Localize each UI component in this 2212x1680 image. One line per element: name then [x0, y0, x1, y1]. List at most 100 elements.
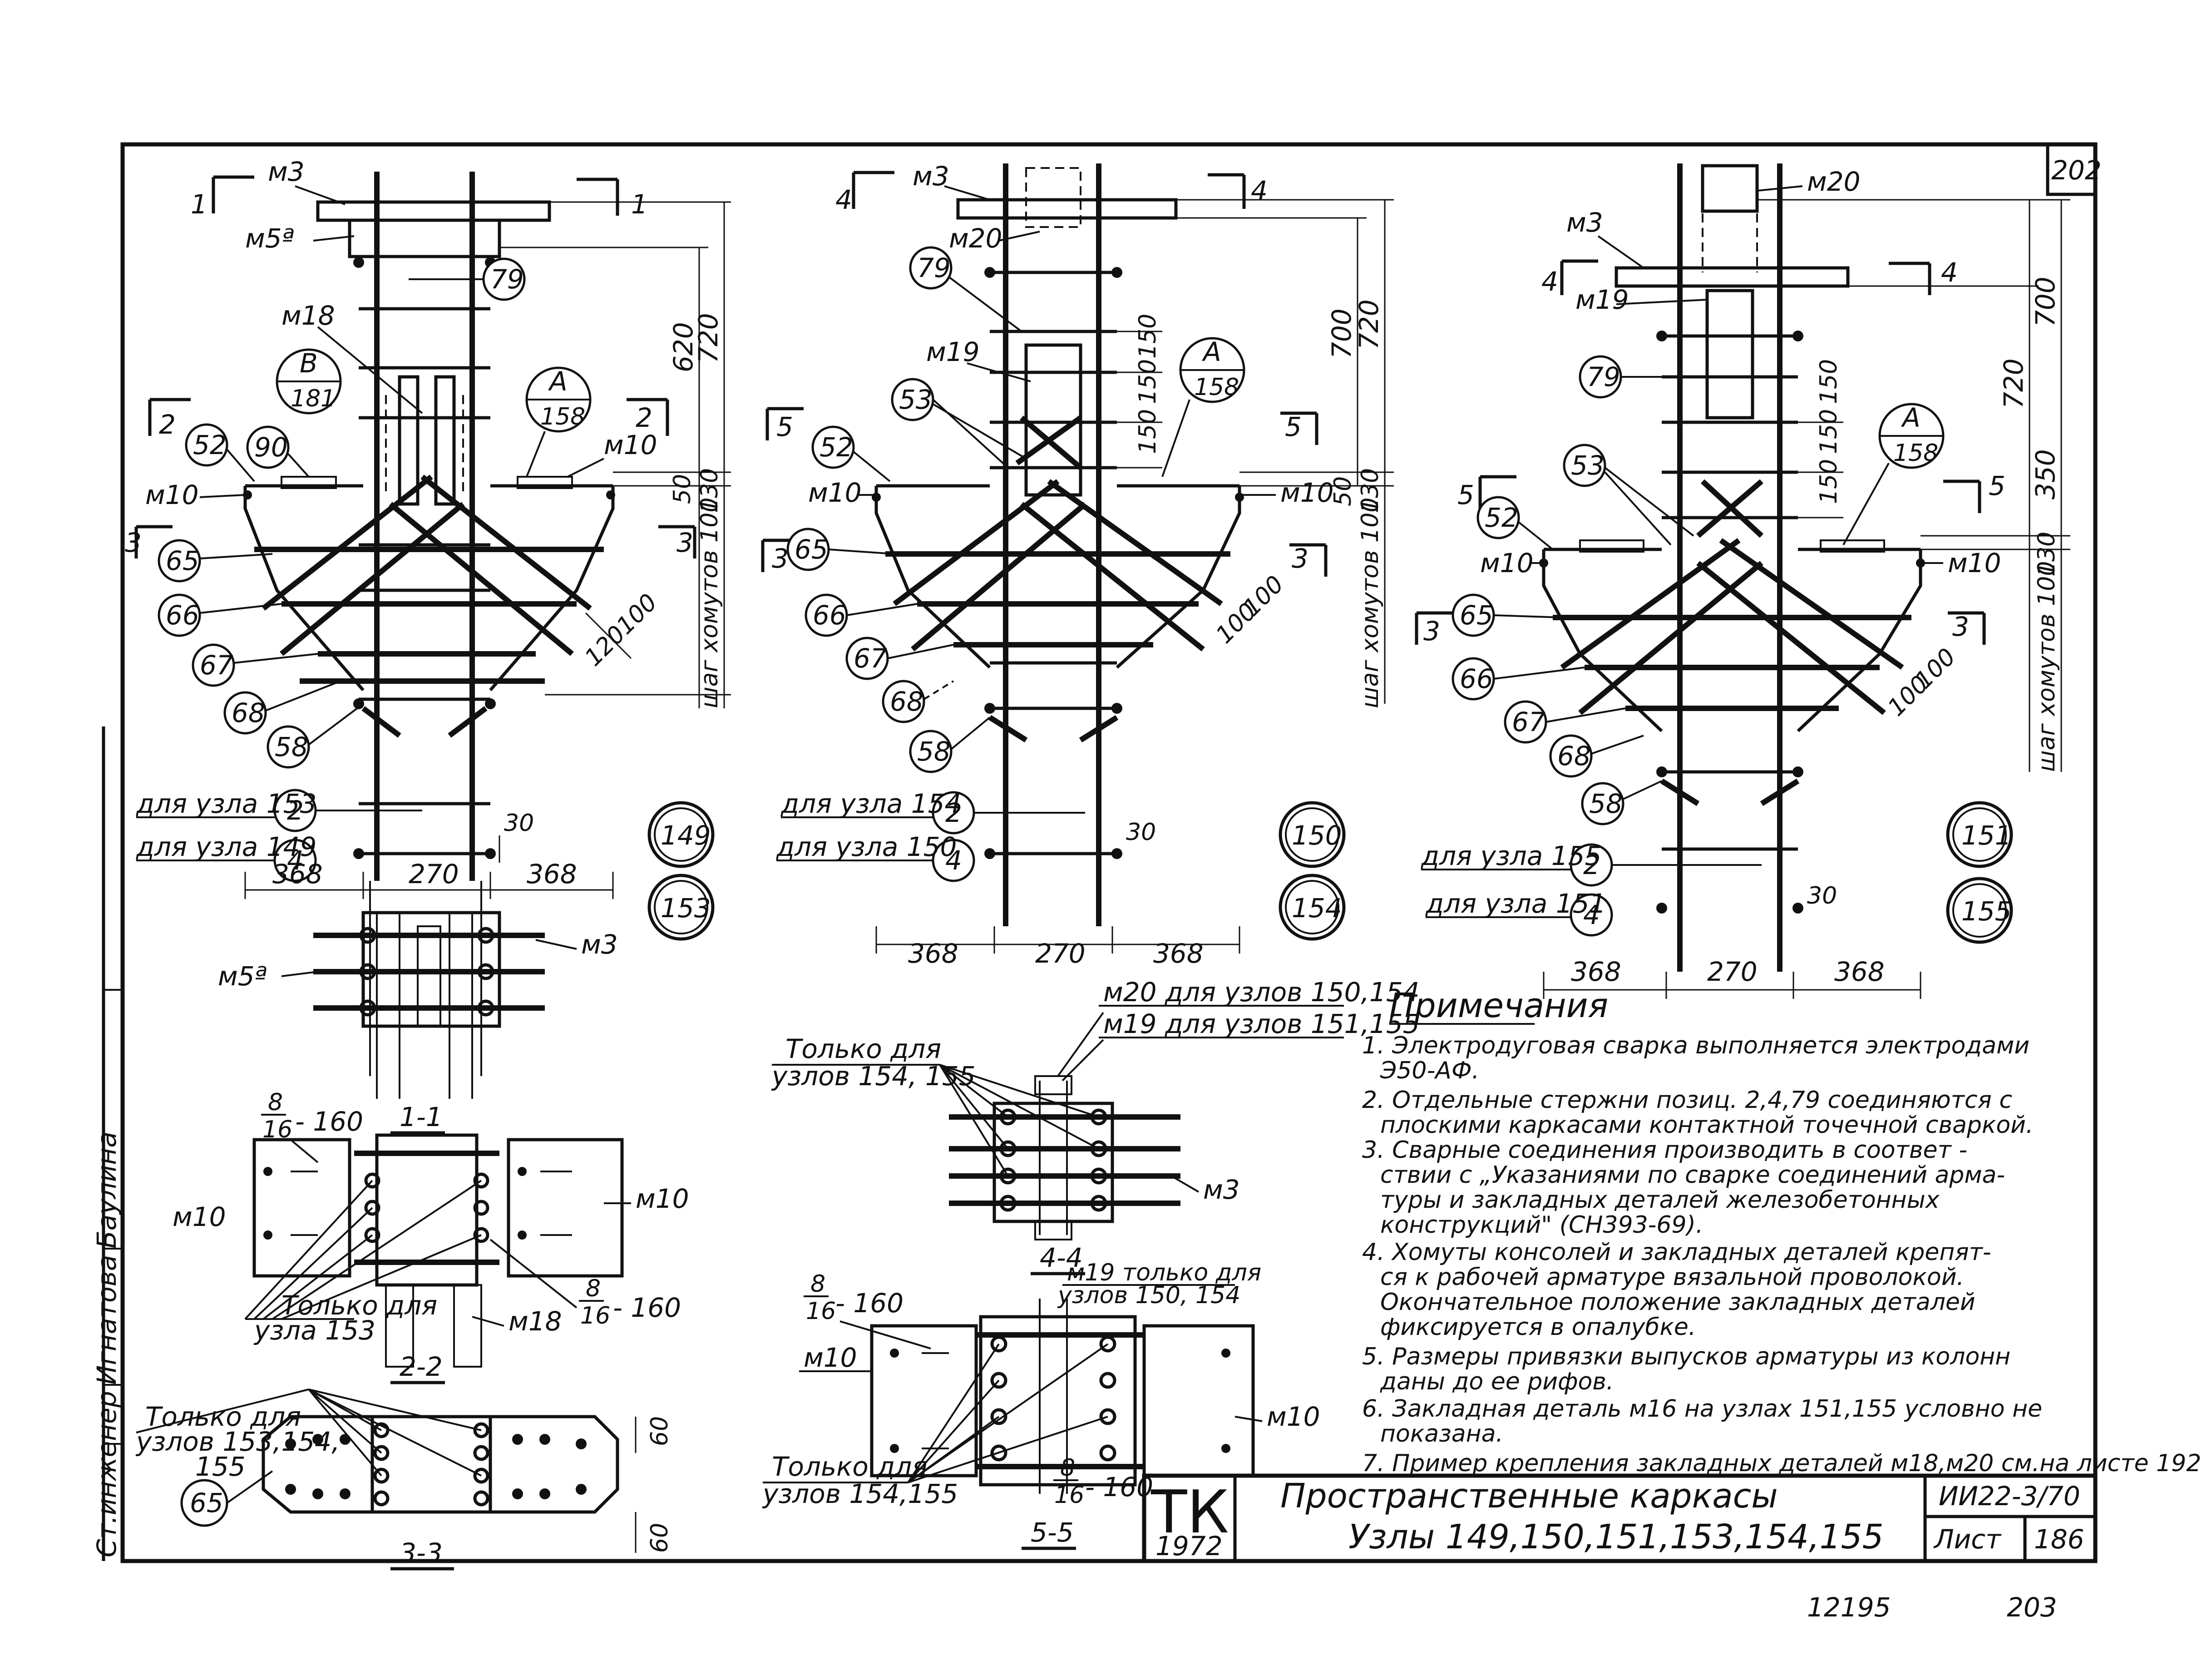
- drawing-title-2: Узлы 149,150,151,153,154,155: [1348, 1517, 1884, 1556]
- drawing-circle: [477, 927, 494, 944]
- node-circles: 149 153 150 154 151 155: [647, 801, 2013, 944]
- drawing-label: 2-2: [400, 1351, 443, 1382]
- drawing-stroke: [1170, 1175, 1200, 1193]
- drawing-stroke: [1493, 667, 1585, 680]
- drawing-circle: [1946, 877, 2013, 944]
- drawing-stroke: [226, 1470, 273, 1504]
- drawing-stroke: [348, 218, 501, 258]
- drawing-label: показана.: [1380, 1420, 1503, 1448]
- drawing-label: 1: [191, 189, 207, 220]
- drawing-circle: [890, 1444, 899, 1453]
- sheet-number-top: 202: [2051, 155, 2102, 186]
- drawing-label: 53: [899, 384, 933, 415]
- drawing-circle: [263, 1167, 272, 1176]
- drawing-label: м10: [808, 477, 862, 508]
- drawing-stroke: [265, 680, 341, 712]
- drawing-stroke: [956, 198, 1178, 220]
- drawing-circle: [1221, 1349, 1230, 1358]
- drawing-circle: [999, 1108, 1017, 1126]
- drawing-circle: [285, 1484, 296, 1495]
- drawing-label: 65: [1460, 600, 1493, 631]
- drawing-label: м3: [581, 929, 618, 960]
- drawing-stroke: [939, 1064, 1009, 1150]
- drawing-label: м3: [1566, 207, 1603, 238]
- drawing-label: 158: [1893, 440, 1938, 467]
- drawing-stroke: [939, 1064, 1009, 1177]
- drawing-circle: [312, 1488, 323, 1499]
- drawing-stroke: [893, 479, 1060, 606]
- drawing-label: - 160: [613, 1292, 681, 1323]
- drawing-stroke: [359, 307, 490, 855]
- drawing-stroke: [990, 271, 1117, 855]
- drawing-stroke: [448, 706, 488, 738]
- drawing-stroke: [932, 403, 1027, 460]
- drawing-label: 2: [159, 409, 176, 440]
- drawing-circle: [909, 730, 953, 773]
- drawing-label: 270: [1035, 938, 1086, 969]
- drawing-label: м10: [1280, 477, 1334, 508]
- drawing-circle: [518, 1230, 527, 1240]
- drawing-stroke: [1493, 614, 1562, 618]
- drawing-circle: [359, 963, 376, 980]
- drawing-circle: [999, 1140, 1017, 1157]
- drawing-stroke: [507, 1138, 624, 1278]
- drawing-circle: [1656, 903, 1667, 914]
- drawing-stroke: [489, 1239, 578, 1309]
- drawing-label: 150: [1815, 459, 1842, 504]
- drawing-circle: [882, 680, 925, 723]
- drawing-label: 66: [1460, 663, 1493, 694]
- stamp-role: Ст.инженер: [91, 1391, 122, 1557]
- drawing-label: 79: [1587, 361, 1620, 392]
- drawing-label: м10: [636, 1183, 689, 1214]
- drawing-stroke: [887, 644, 954, 659]
- drawing-label: 270: [1707, 956, 1758, 987]
- drawing-label: м3: [268, 156, 305, 187]
- drawing-stroke: [1591, 735, 1644, 755]
- drawing-stroke: [1705, 289, 1754, 420]
- view-3: 4 4 5 5 3 3 м20 м3 м19 м10 м10 А 158 79 …: [1415, 163, 2070, 999]
- drawing-stroke: [287, 453, 310, 478]
- drawing-circle: [654, 807, 708, 862]
- drawing-label: 79: [917, 252, 951, 283]
- drawing-stroke: [1597, 235, 1644, 269]
- drawing-label: 16: [806, 1298, 836, 1325]
- drawing-stroke: [1820, 539, 1885, 553]
- drawing-stroke: [280, 502, 465, 656]
- drawing-circle: [1285, 807, 1339, 862]
- drawing-label: 368: [908, 938, 958, 969]
- drawing-label: 65: [795, 534, 828, 565]
- drawing-stroke: [998, 231, 1040, 242]
- drawing-label: 4. Хомуты консолей и закладных деталей к…: [1362, 1239, 1991, 1266]
- drawing-label: 4: [945, 845, 962, 876]
- drawing-circle: [340, 1434, 351, 1445]
- drawing-circle: [1792, 331, 1803, 341]
- drawing-label: 67: [854, 643, 887, 674]
- drawing-circle: [539, 1434, 550, 1445]
- drawing-stroke: [199, 494, 246, 498]
- drawing-label: узлов 150, 154: [1057, 1282, 1240, 1309]
- drawing-stroke: [272, 1180, 482, 1320]
- drawing-label: 67: [1512, 707, 1545, 737]
- drawing-label: 720: [693, 313, 724, 363]
- drawing-label: 4: [1583, 899, 1600, 930]
- drawing-stroke: [1545, 707, 1626, 723]
- drawing-label: для узла 154: [780, 788, 961, 819]
- drawing-stroke: [417, 925, 441, 1027]
- drawing-stroke: [526, 431, 546, 477]
- drawing-stroke: [846, 603, 918, 616]
- section-3-3: Только для узлов 153,154, 155 65 60 60 3…: [135, 1388, 673, 1571]
- drawing-stroke: [1616, 299, 1708, 305]
- node-153: 153: [661, 893, 711, 924]
- drawing-stroke: [1020, 415, 1082, 470]
- drawing-label: - 160: [835, 1288, 904, 1319]
- sheet-number-bottom: 203: [2007, 1592, 2057, 1623]
- drawing-circle: [984, 848, 995, 859]
- drawing-stroke: [1034, 1075, 1072, 1095]
- section-5-5: 8 16 - 160 8 16 - 160 м19 только для узл…: [762, 1259, 1320, 1550]
- drawing-label: 158: [540, 403, 585, 430]
- drawing-circle: [1563, 444, 1606, 487]
- drawing-stroke: [1760, 778, 1800, 806]
- drawing-stroke: [262, 474, 433, 611]
- drawing-circle: [890, 1349, 899, 1358]
- drawing-stroke: [1161, 399, 1190, 477]
